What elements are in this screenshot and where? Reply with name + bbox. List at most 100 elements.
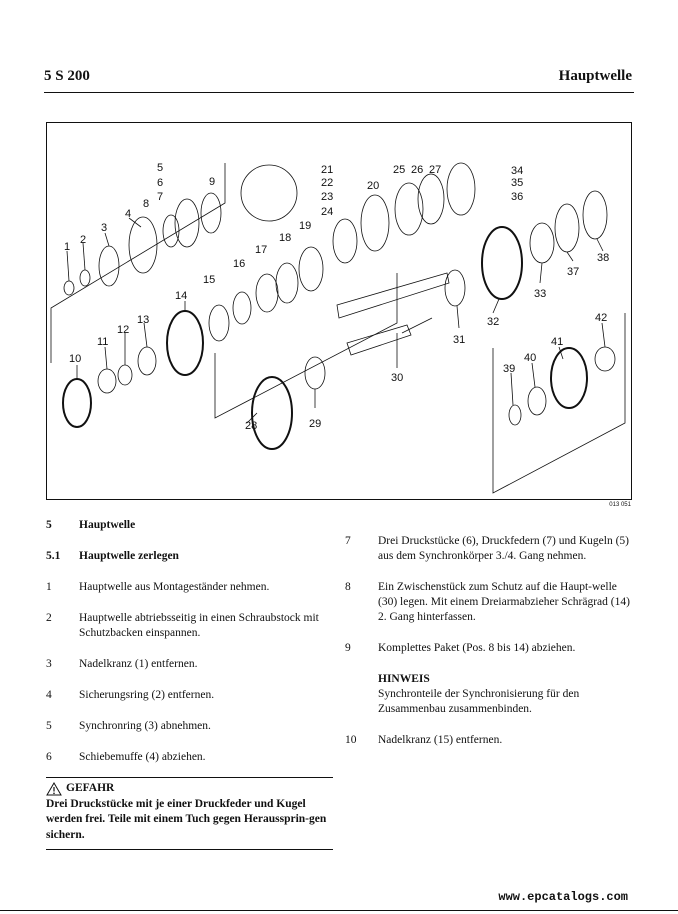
- step-number: 5: [46, 720, 52, 732]
- header-rule: [44, 92, 634, 93]
- group-frame-left: [50, 163, 226, 363]
- group-frame-middle: [214, 273, 398, 419]
- main-shaft: [336, 272, 450, 319]
- step-text: Hauptwelle aus Montageständer nehmen.: [79, 581, 270, 593]
- group-frame-right: [492, 313, 626, 494]
- fig-label-9: 9: [209, 176, 215, 188]
- note-title: HINWEIS: [378, 673, 430, 685]
- fig-label-30: 30: [391, 372, 403, 384]
- footer-rule: [0, 910, 678, 911]
- main-shaft-body: [346, 324, 412, 356]
- note-content: HINWEIS Synchronteile der Synchronisieru…: [378, 672, 632, 717]
- step-8: 8 Ein Zwischenstück zum Schutz auf die H…: [345, 580, 632, 625]
- step-number: 10: [345, 734, 357, 746]
- step-text: Nadelkranz (15) entfernen.: [378, 734, 503, 746]
- warning-text: Drei Druckstücke mit je einer Druckfeder…: [46, 797, 327, 841]
- fig-label-20: 20: [367, 180, 379, 192]
- fig-label-32: 32: [487, 316, 499, 328]
- fig-label-2: 2: [80, 234, 86, 246]
- fig-label-29: 29: [309, 418, 321, 430]
- fig-label-11: 11: [97, 336, 108, 348]
- fig-label-3: 3: [101, 222, 107, 234]
- step-9: 9 Komplettes Paket (Pos. 8 bis 14) abzie…: [345, 641, 632, 656]
- header-left-code: 5 S 200: [44, 68, 90, 84]
- fig-label-21: 21: [321, 164, 333, 176]
- fig-label-13: 13: [137, 314, 149, 326]
- step-text: Synchronring (3) abnehmen.: [79, 720, 211, 732]
- warning-heading: GEFAHR: [46, 781, 333, 797]
- warning-title: GEFAHR: [66, 782, 115, 794]
- fig-label-39: 39: [503, 363, 515, 375]
- subsection-title: Hauptwelle zerlegen: [79, 550, 179, 562]
- fig-label-10: 10: [69, 353, 81, 365]
- note-block: HINWEIS Synchronteile der Synchronisieru…: [345, 672, 632, 717]
- fig-label-36: 36: [511, 191, 523, 203]
- fig-label-37: 37: [567, 266, 579, 278]
- fig-label-4: 4: [125, 208, 131, 220]
- fig-label-33: 33: [534, 288, 546, 300]
- step-7: 7 Drei Druckstücke (6), Druckfedern (7) …: [345, 534, 632, 564]
- section-title: Hauptwelle: [79, 519, 136, 531]
- step-number: 6: [46, 751, 52, 763]
- subsection-number: 5.1: [46, 550, 61, 562]
- fig-label-26: 26: [411, 164, 423, 176]
- danger-warning-box: GEFAHR Drei Druckstücke mit je einer Dru…: [46, 777, 333, 850]
- fig-label-24: 24: [321, 206, 333, 218]
- fig-label-34: 34: [511, 165, 523, 177]
- step-text: Schiebemuffe (4) abziehen.: [79, 751, 206, 763]
- step-6: 6 Schiebemuffe (4) abziehen.: [46, 750, 333, 765]
- step-5: 5 Synchronring (3) abnehmen.: [46, 719, 333, 734]
- fig-label-40: 40: [524, 352, 536, 364]
- exploded-view-drawing: 1 2 3 4 5 6 7 8 9 10 11 12 13 14 15 16 1…: [50, 162, 626, 494]
- figure-reference: 013 051: [609, 502, 631, 508]
- right-column: 7 Drei Druckstücke (6), Druckfedern (7) …: [345, 534, 632, 764]
- step-text: Komplettes Paket (Pos. 8 bis 14) abziehe…: [378, 642, 576, 654]
- warning-triangle-icon: [46, 781, 62, 796]
- step-text: Sicherungsring (2) entfernen.: [79, 689, 215, 701]
- fig-label-5: 5: [157, 162, 163, 174]
- note-text: Synchronteile der Synchronisierung für d…: [378, 688, 580, 715]
- step-text: Ein Zwischenstück zum Schutz auf die Hau…: [378, 581, 630, 623]
- footer-url-link[interactable]: www.epcatalogs.com: [498, 890, 628, 904]
- fig-label-7: 7: [157, 191, 163, 203]
- fig-label-38: 38: [597, 252, 609, 264]
- fig-label-42: 42: [595, 312, 607, 324]
- subsection-heading: 5.1 Hauptwelle zerlegen: [46, 549, 333, 564]
- fig-label-28: 28: [245, 420, 257, 432]
- fig-label-22: 22: [321, 177, 333, 189]
- note-indent: [345, 672, 378, 717]
- section-heading: 5 Hauptwelle: [46, 518, 333, 533]
- fig-label-35: 35: [511, 177, 523, 189]
- header-page-title: Hauptwelle: [558, 68, 632, 84]
- step-number: 8: [345, 581, 351, 593]
- fig-label-23: 23: [321, 191, 333, 203]
- fig-label-12: 12: [117, 324, 129, 336]
- step-text: Nadelkranz (1) entfernen.: [79, 658, 198, 670]
- step-text: Hauptwelle abtriebsseitig in einen Schra…: [79, 612, 319, 639]
- fig-label-6: 6: [157, 177, 163, 189]
- step-number: 4: [46, 689, 52, 701]
- step-number: 1: [46, 581, 52, 593]
- step-2: 2 Hauptwelle abtriebsseitig in einen Sch…: [46, 611, 333, 641]
- step-number: 3: [46, 658, 52, 670]
- detail-circle: [240, 164, 298, 222]
- fig-label-15: 15: [203, 274, 215, 286]
- step-10: 10 Nadelkranz (15) entfernen.: [345, 733, 632, 748]
- step-number: 7: [345, 535, 351, 547]
- left-column: 5 Hauptwelle 5.1 Hauptwelle zerlegen 1 H…: [46, 518, 333, 850]
- fig-label-25: 25: [393, 164, 405, 176]
- fig-label-1: 1: [64, 241, 70, 253]
- step-3: 3 Nadelkranz (1) entfernen.: [46, 657, 333, 672]
- fig-label-14: 14: [175, 290, 187, 302]
- step-number: 9: [345, 642, 351, 654]
- fig-label-19: 19: [299, 220, 311, 232]
- section-number: 5: [46, 519, 52, 531]
- fig-label-41: 41: [551, 336, 563, 348]
- fig-label-16: 16: [233, 258, 245, 270]
- step-4: 4 Sicherungsring (2) entfernen.: [46, 688, 333, 703]
- exploded-view-figure: 1 2 3 4 5 6 7 8 9 10 11 12 13 14 15 16 1…: [46, 122, 632, 500]
- fig-label-17: 17: [255, 244, 267, 256]
- fig-label-27: 27: [429, 164, 441, 176]
- fig-label-31: 31: [453, 334, 465, 346]
- fig-label-8: 8: [143, 198, 149, 210]
